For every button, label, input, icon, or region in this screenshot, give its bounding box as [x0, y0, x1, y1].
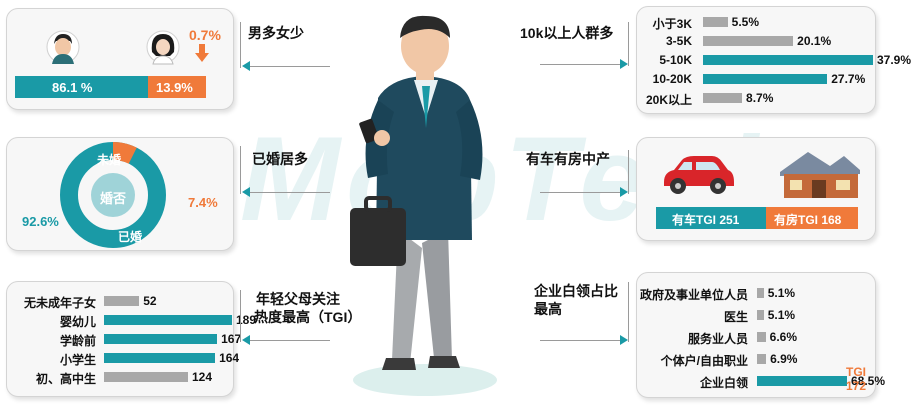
bar-category-label: 医生 [723, 310, 748, 324]
occupation-tgi-label: TGI [846, 365, 866, 379]
bar-category-label: 政府及事业单位人员 [639, 288, 748, 302]
bar-mark [757, 376, 847, 386]
bar-category-label: 个体户/自由职业 [660, 354, 748, 368]
bar-value-label: 124 [191, 370, 212, 384]
bar-mark [703, 36, 794, 46]
car-icon [664, 156, 734, 194]
bar-mark [703, 55, 873, 65]
bar-value-label: 167 [221, 332, 242, 346]
occupation-tgi-value: 172 [846, 379, 867, 393]
bar-mark [757, 310, 764, 320]
bar-mark [757, 288, 764, 298]
assets-title: 有车有房中产 [526, 151, 610, 167]
parents-title-line1: 年轻父母关注 [256, 291, 340, 307]
female-share-label: 13.9% [156, 80, 193, 95]
gender-connector-tick [240, 22, 241, 68]
car-tgi-badge [656, 207, 766, 229]
marital-connector-line [250, 192, 330, 193]
unmarried-slice-label: 未婚 [97, 153, 122, 167]
bar-category-label: 5-10K [659, 53, 692, 67]
occupation-title-line2: 最高 [534, 301, 562, 317]
occupation-connector-tick [628, 282, 629, 342]
marital-connector-tick [240, 146, 241, 194]
donut-center-label: 婚否 [100, 191, 127, 206]
bar-value-label: 164 [219, 351, 240, 365]
bar-value-label: 5.1% [767, 308, 796, 322]
income-title: 10k以上人群多 [520, 25, 614, 41]
bar-value-label: 20.1% [797, 34, 832, 48]
bar-mark [757, 354, 767, 364]
parents-title-line2: 热度最高（TGI） [254, 309, 362, 325]
gender-title: 男多女少 [248, 25, 304, 41]
house-tgi-label: 有房TGI 168 [774, 213, 842, 227]
assets-arrow-icon [620, 187, 628, 197]
bar-mark [104, 315, 232, 325]
bar-category-label: 10-20K [652, 72, 692, 86]
bar-value-label: 27.7% [831, 72, 866, 86]
gender-connector-line [250, 66, 330, 67]
male-share-label: 86.1 % [52, 80, 93, 95]
down-arrow-icon [195, 44, 209, 62]
bar-category-label: 小学生 [59, 353, 96, 367]
parents-connector-line [250, 340, 330, 341]
income-arrow-icon [620, 59, 628, 69]
bar-value-label: 68.5% [851, 374, 886, 388]
female-share-bar [148, 76, 206, 98]
bar-category-label: 企业白领 [699, 376, 748, 390]
parents-connector-tick [240, 290, 241, 342]
unmarried-slice [60, 142, 166, 248]
gender-arrow-icon [242, 61, 250, 71]
marital-donut-chart [60, 142, 166, 248]
bar-mark [757, 332, 766, 342]
bar-category-label: 服务业人员 [687, 332, 748, 346]
bar-value-label: 52 [143, 294, 157, 308]
bar-category-label: 小于3K [652, 17, 692, 31]
bar-mark [104, 334, 218, 344]
male-avatar-icon [46, 30, 80, 64]
bar-value-label: 189 [236, 313, 257, 327]
bar-category-label: 学龄前 [59, 334, 96, 348]
bar-category-label: 初、高中生 [35, 372, 96, 386]
assets-connector-tick [628, 150, 629, 194]
female-avatar-icon [146, 30, 180, 65]
female-note-value: 0.7% [189, 27, 221, 43]
bar-value-label: 8.7% [746, 91, 774, 105]
bar-value-label: 5.1% [767, 286, 796, 300]
bar-category-label: 无未成年子女 [23, 296, 96, 310]
occupation-arrow-icon [620, 335, 628, 345]
assets-connector-line [540, 192, 624, 193]
bar-value-label: 6.9% [770, 352, 798, 366]
male-share-bar [15, 76, 148, 98]
married-slice-label: 已婚 [118, 230, 143, 244]
income-connector-line [540, 64, 624, 65]
marital-title: 已婚居多 [252, 151, 308, 167]
bar-value-label: 6.6% [769, 330, 798, 344]
house-icon [780, 152, 860, 198]
unmarried-pct-label: 7.4% [188, 195, 218, 210]
occupation-connector-line [540, 340, 624, 341]
bar-mark [703, 93, 743, 103]
bar-mark [703, 74, 828, 84]
bar-category-label: 婴幼儿 [59, 315, 96, 329]
bar-category-label: 20K以上 [645, 93, 692, 107]
bar-value-label: 37.9% [877, 53, 911, 67]
income-connector-tick [628, 22, 629, 66]
parents-arrow-icon [242, 335, 250, 345]
car-tgi-label: 有车TGI 251 [672, 213, 740, 227]
bar-value-label: 5.5% [731, 15, 760, 29]
occupation-title-line1: 企业白领占比 [534, 283, 618, 299]
bar-mark [104, 296, 140, 306]
bar-mark [104, 353, 216, 363]
bar-category-label: 3-5K [665, 34, 692, 48]
house-tgi-badge [766, 207, 858, 229]
bar-mark [703, 17, 728, 27]
married-pct-label: 92.6% [22, 214, 59, 229]
marital-arrow-icon [242, 187, 250, 197]
bar-mark [104, 372, 188, 382]
businessman-illustration [350, 15, 497, 396]
